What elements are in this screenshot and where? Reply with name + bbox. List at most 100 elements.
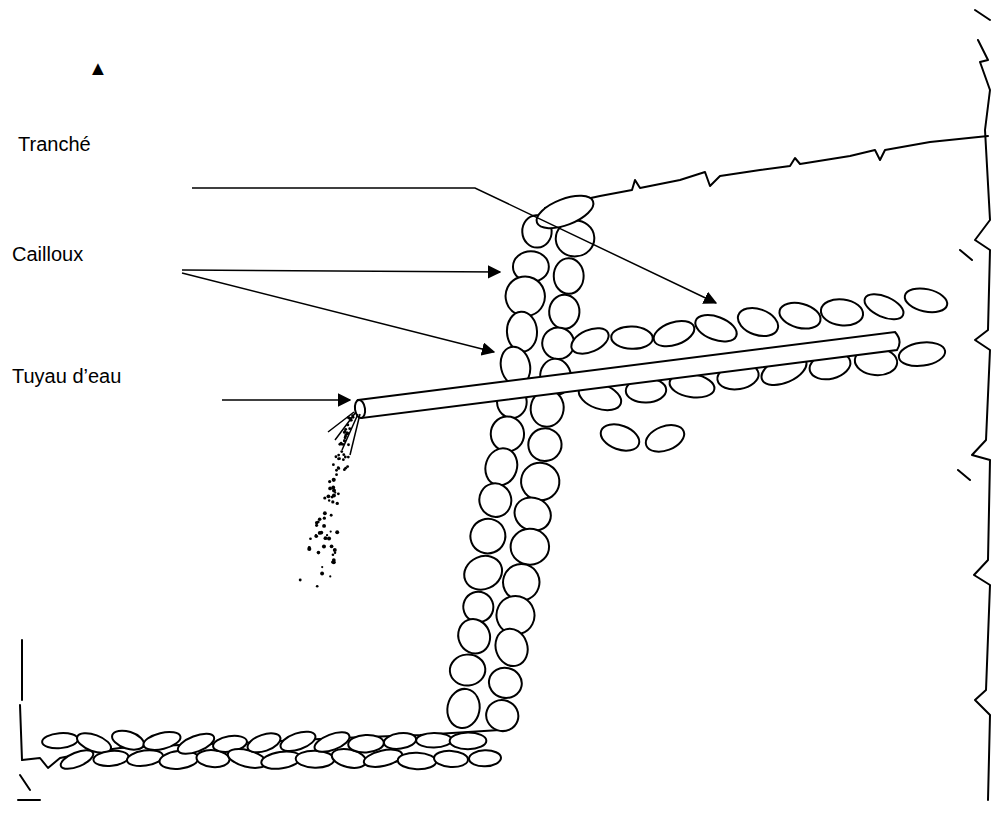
water-drop [331, 561, 334, 564]
leader-line [192, 188, 716, 303]
stone [548, 294, 580, 329]
water-drop [321, 566, 323, 568]
water-drop [328, 499, 330, 501]
water-drop [334, 491, 336, 493]
water-drop [344, 436, 347, 439]
stone [476, 480, 515, 520]
water-drop [317, 551, 321, 555]
stone [469, 750, 502, 767]
water-drop [315, 524, 318, 527]
stone [597, 419, 643, 455]
water-drop [328, 487, 332, 491]
stone [692, 310, 741, 347]
stone [519, 461, 562, 503]
water-drop [335, 473, 338, 476]
water-drop [337, 454, 340, 457]
water-drop [335, 530, 339, 534]
water-drop [335, 469, 338, 472]
water-drop [337, 457, 340, 460]
stone [861, 289, 907, 324]
water-drop [337, 466, 340, 469]
stone [142, 729, 183, 753]
leader-line [182, 270, 500, 272]
stone [449, 653, 487, 687]
water-spray [299, 412, 360, 588]
water-drop [318, 517, 322, 521]
water-drop [344, 430, 347, 433]
water-drop [340, 442, 343, 445]
ground-edge [18, 640, 40, 800]
stone [486, 665, 525, 702]
stone [490, 416, 525, 453]
water-drop [335, 455, 338, 458]
stone [126, 748, 164, 768]
stone [450, 732, 487, 749]
water-drop [342, 453, 345, 456]
stone [416, 733, 452, 748]
water-drop [316, 585, 319, 588]
water-drop [329, 575, 331, 577]
water-drop [327, 494, 331, 498]
stone [453, 614, 495, 658]
water-drop [331, 486, 335, 490]
water-drop [334, 552, 336, 554]
part-label: Tuyau d’eau [12, 364, 121, 388]
water-drop [337, 492, 340, 495]
water-drop [299, 579, 302, 582]
water-drop [307, 547, 311, 551]
stone [295, 750, 334, 768]
water-drop [347, 456, 350, 459]
stone [554, 258, 584, 294]
stone [611, 326, 653, 350]
leader-line [222, 399, 350, 401]
stone [532, 189, 597, 235]
water-drop [314, 534, 318, 538]
part-label: Cailloux [12, 242, 83, 266]
stone [734, 303, 782, 341]
stone [465, 514, 510, 559]
ground-surface [545, 136, 988, 208]
stone [397, 752, 436, 770]
water-drop [336, 502, 339, 505]
water-drop [323, 496, 326, 499]
stone [510, 528, 549, 565]
water-drop [317, 521, 320, 524]
stone [110, 727, 147, 753]
part-label: Tranché [18, 132, 91, 156]
water-drop [318, 531, 322, 535]
water-drop [323, 511, 327, 515]
stone [482, 696, 523, 736]
stone [819, 297, 864, 328]
water-drop [320, 572, 324, 576]
water-jet [328, 412, 360, 455]
stone [491, 624, 533, 670]
water-drop [338, 457, 341, 460]
stone [481, 444, 522, 489]
stone [434, 750, 469, 768]
stone [41, 732, 78, 750]
water-drop [327, 536, 331, 540]
water-drop [343, 431, 346, 434]
water-drop [330, 514, 333, 517]
water-drop [344, 467, 347, 470]
water-pipe [354, 332, 900, 419]
cut-face [972, 40, 990, 800]
stone [93, 749, 130, 767]
water-drop [331, 496, 334, 499]
stone [383, 731, 417, 751]
water-drop [323, 517, 326, 520]
water-drop [344, 456, 347, 459]
stone [897, 340, 946, 369]
water-drop [331, 500, 334, 503]
water-drop [342, 458, 345, 461]
water-drop [332, 553, 335, 556]
stone [444, 686, 483, 731]
water-drop [324, 536, 328, 540]
water-drop [322, 524, 326, 528]
stone [777, 299, 824, 333]
north-marker: ▲ [88, 56, 108, 80]
water-drop [328, 480, 331, 483]
stone [642, 420, 688, 457]
stone [902, 285, 949, 316]
